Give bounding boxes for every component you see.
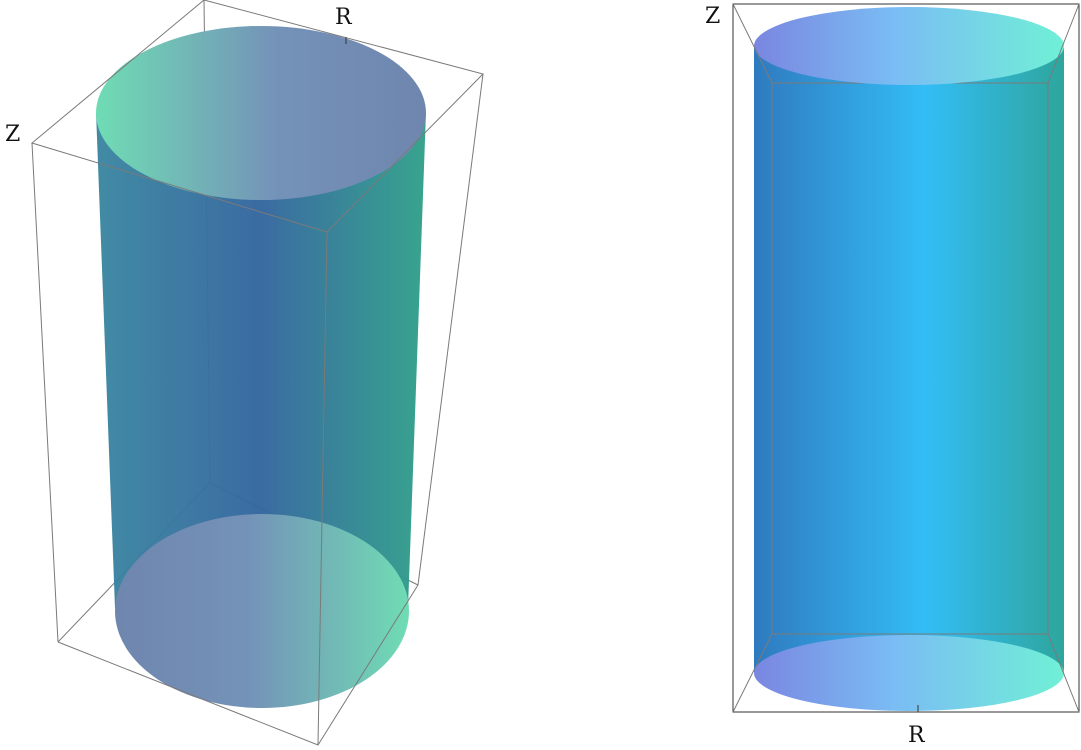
right-bounding-box-front (732, 3, 1080, 713)
left-cylinder-top-cap (96, 26, 426, 200)
left-axis-label-z: Z (5, 122, 20, 147)
right-cylinder-bottom-cap (754, 635, 1064, 711)
right-axis-label-z: Z (705, 4, 720, 29)
left-cylinder-plot: R Z (5, 0, 484, 746)
right-axis-label-r: R (908, 723, 926, 748)
left-cylinder-body (96, 112, 426, 608)
left-cylinder-bottom-cap (115, 514, 409, 708)
right-cylinder-plot: Z R (705, 3, 1080, 748)
left-bounding-box-front (30, 0, 484, 746)
left-axis-label-r: R (335, 5, 353, 30)
right-cylinder-top-cap (754, 7, 1064, 85)
right-cylinder-body (754, 48, 1064, 672)
